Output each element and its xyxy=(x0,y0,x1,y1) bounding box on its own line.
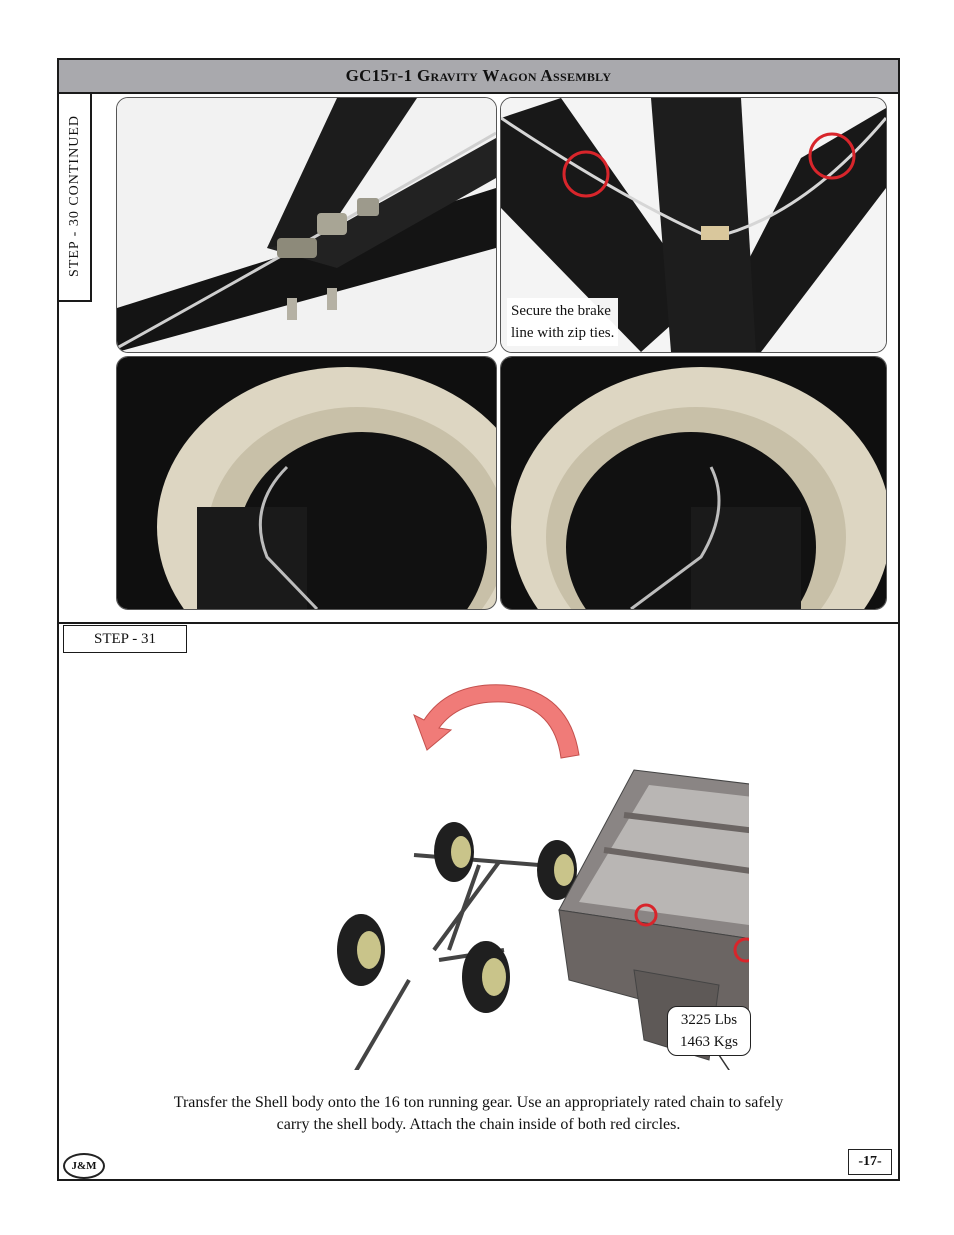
jm-logo: J&M xyxy=(63,1153,105,1179)
weight-kgs: 1463 Kgs xyxy=(680,1034,738,1050)
weight-lbs: 3225 Lbs xyxy=(680,1012,738,1028)
instruction-line-2: carry the shell body. Attach the chain i… xyxy=(276,1116,681,1133)
instruction-line-1: Transfer the Shell body onto the 16 ton … xyxy=(173,1094,784,1111)
caption-line-2: line with zip ties. xyxy=(511,325,615,341)
wheel-icon xyxy=(337,914,385,986)
section-divider xyxy=(59,622,898,624)
caption-line-1: Secure the brake xyxy=(511,303,611,319)
page-number: -17- xyxy=(848,1149,892,1175)
step-30-label-text: STEP - 30 CONTINUED xyxy=(66,115,82,277)
step-31-instruction: Transfer the Shell body onto the 16 ton … xyxy=(99,1092,858,1136)
title-text: t-1 Gravity Wagon Assembly xyxy=(389,66,612,85)
photo-zip-ties: Secure the brake line with zip ties. xyxy=(500,97,887,353)
zip-tie-caption: Secure the brake line with zip ties. xyxy=(507,298,619,346)
rotate-arrow-icon xyxy=(413,684,580,759)
step-30-label: STEP - 30 CONTINUED xyxy=(59,92,92,302)
step-31-label: STEP - 31 xyxy=(63,625,187,653)
wheel-icon xyxy=(537,840,577,900)
weight-callout: 3225 Lbs 1463 Kgs xyxy=(667,1006,751,1056)
chain-point-circle xyxy=(634,903,658,927)
photo-frame-joint xyxy=(116,97,497,353)
wheel-icon xyxy=(462,941,510,1013)
photo-right-wheel-brake xyxy=(500,356,887,610)
title-model: GC15 xyxy=(345,66,390,85)
shell-body xyxy=(558,769,800,1061)
photo-left-wheel-brake xyxy=(116,356,497,610)
wheel-icon xyxy=(434,822,474,882)
